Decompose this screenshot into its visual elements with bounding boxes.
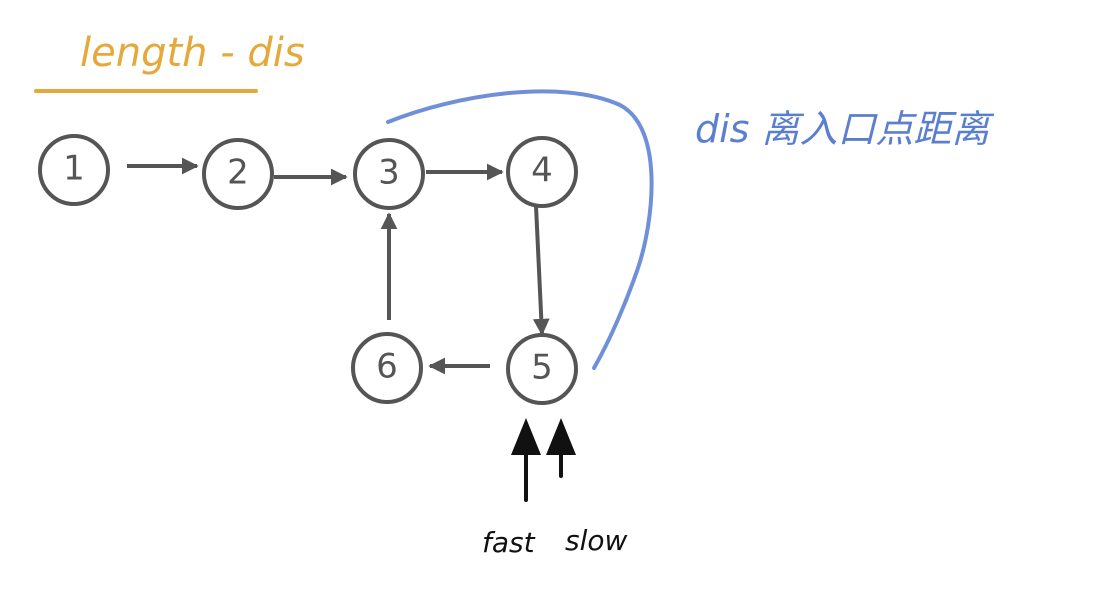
- node-5-label: 5: [531, 348, 553, 388]
- fast-label: fast: [482, 526, 536, 559]
- node-4-circle: [506, 136, 578, 208]
- distance-arc: [386, 89, 654, 370]
- fast-pointer: [511, 418, 541, 502]
- node-2-label: 2: [227, 153, 249, 193]
- fast-pointer-head: [511, 418, 541, 455]
- node-6-label: 6: [376, 347, 398, 387]
- distance-annotation: dis 离入口点距离: [695, 107, 995, 151]
- node-4: 4: [506, 136, 578, 208]
- node-6: 6: [351, 332, 423, 404]
- node-3-label: 3: [378, 153, 400, 193]
- slow-pointer-head: [546, 418, 576, 455]
- node-1: 1: [38, 134, 110, 206]
- node-3: 3: [353, 138, 425, 210]
- node-5: 5: [506, 333, 578, 405]
- node-3-circle: [353, 138, 425, 210]
- formula-label: length - dis: [80, 30, 305, 76]
- node-4-label: 4: [531, 151, 553, 191]
- edge-4-5: [532, 205, 550, 336]
- node-6-circle: [351, 332, 423, 404]
- slow-pointer: [546, 418, 576, 478]
- edge-group: [127, 157, 550, 375]
- slow-label: slow: [565, 524, 627, 557]
- node-1-label: 1: [63, 149, 85, 189]
- node-5-circle: [506, 333, 578, 405]
- node-2-circle: [202, 138, 274, 210]
- node-1-circle: [38, 134, 110, 206]
- node-2: 2: [202, 138, 274, 210]
